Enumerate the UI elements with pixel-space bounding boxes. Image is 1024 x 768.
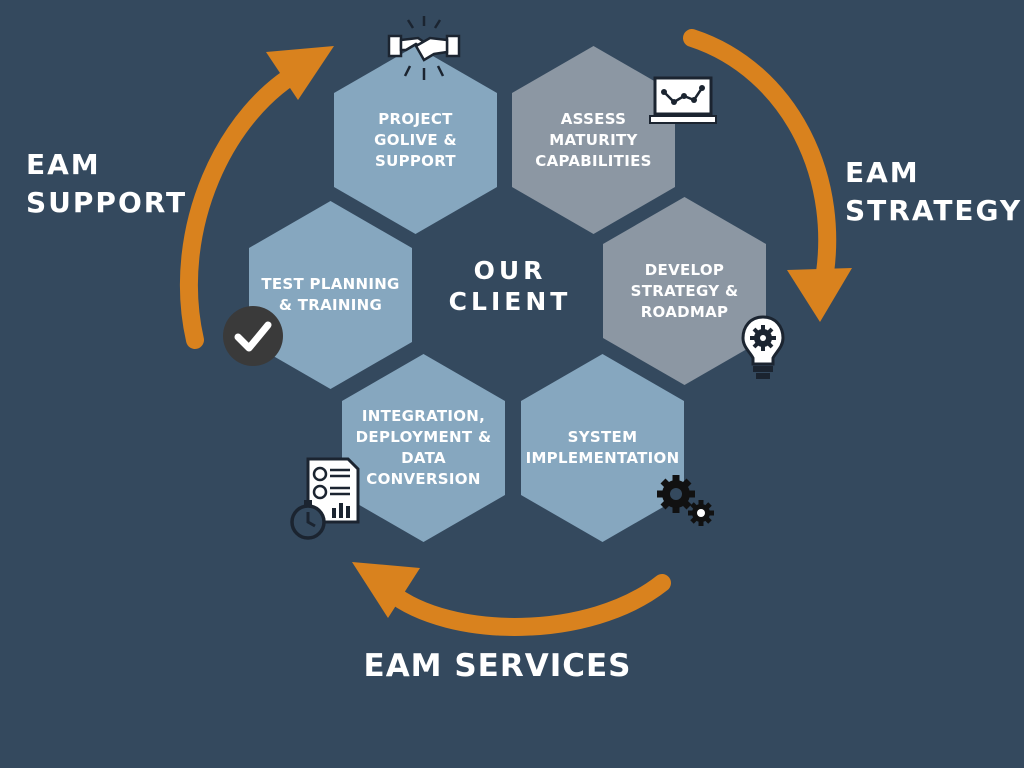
- eam-support-label: EAM SUPPORT: [26, 148, 188, 219]
- gears-icon: [657, 475, 714, 526]
- hex-assess-maturity: ASSESS MATURITY CAPABILITIES: [512, 46, 675, 234]
- support-arrowhead: [266, 46, 334, 100]
- hex-label: TEST PLANNING & TRAINING: [261, 275, 400, 314]
- eam-strategy-label: EAM STRATEGY: [845, 156, 1023, 227]
- hex-label: INTEGRATION, DEPLOYMENT & DATA CONVERSIO…: [355, 407, 492, 488]
- monitor-chart-icon: [649, 76, 717, 124]
- lightbulb-gear-icon: [741, 315, 785, 379]
- hex-label: PROJECT GOLIVE & SUPPORT: [374, 109, 457, 170]
- hex-label: SYSTEM IMPLEMENTATION: [525, 428, 680, 467]
- center-label: OUR CLIENT: [448, 256, 572, 316]
- services-arrow: [381, 574, 671, 636]
- support-arrow: [179, 59, 314, 349]
- hex-system-implementation: SYSTEM IMPLEMENTATION: [521, 354, 684, 542]
- hex-develop-strategy: DEVELOP STRATEGY & ROADMAP: [603, 197, 766, 385]
- hex-label: ASSESS MATURITY CAPABILITIES: [535, 109, 652, 170]
- checkmark-icon: [223, 306, 283, 366]
- hex-integration: INTEGRATION, DEPLOYMENT & DATA CONVERSIO…: [342, 354, 505, 542]
- eam-services-label: EAM SERVICES: [363, 648, 632, 684]
- report-stopwatch-icon: [290, 457, 360, 540]
- strategy-arrowhead: [787, 268, 852, 322]
- services-arrowhead: [352, 562, 420, 618]
- strategy-arrow: [683, 29, 837, 299]
- hex-label: DEVELOP STRATEGY & ROADMAP: [630, 260, 739, 321]
- handshake-icon: [387, 16, 461, 80]
